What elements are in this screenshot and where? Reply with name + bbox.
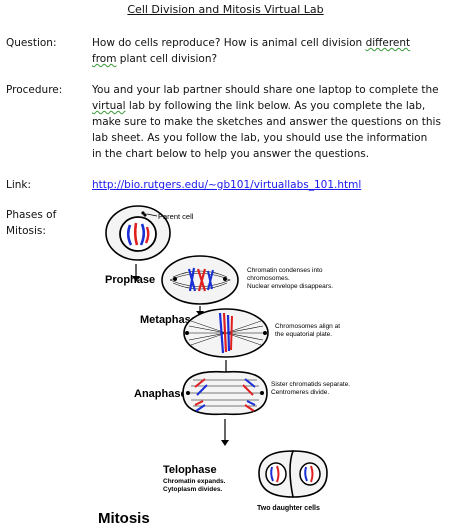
procedure-line-3: make sure to make the sketches and answe… — [92, 116, 441, 128]
daughter-cells-label: Two daughter cells — [257, 505, 320, 512]
procedure-label: Procedure: — [6, 84, 63, 96]
telophase-cells — [258, 450, 328, 498]
procedure-line-5: in the chart below to help you answer th… — [92, 148, 370, 160]
phases-label-line2: Mitosis: — [6, 225, 46, 237]
mitosis-diagram: Parent cell Prophase Chromatin condenses… — [98, 205, 350, 527]
anaphase-note-1: Sister chromatids separate. — [271, 381, 350, 388]
question-text-part1: How do cells reproduce? How is animal ce… — [92, 37, 366, 49]
phases-label-line1: Phases of — [6, 209, 57, 221]
metaphase-note-2: the equatorial plate. — [275, 331, 332, 338]
prophase-label: Prophase — [105, 274, 155, 286]
procedure-line-4: lab sheet. As you follow the lab, you sh… — [92, 132, 428, 144]
telophase-note-2: Cytoplasm divides. — [163, 486, 222, 493]
prophase-note-3: Nuclear envelope disappears. — [247, 283, 333, 290]
spell-flag-virtual: virtual — [92, 100, 126, 112]
link-label: Link: — [6, 179, 32, 191]
procedure-text: You and your lab partner should share on… — [92, 82, 442, 162]
procedure-line-1: You and your lab partner should share on… — [92, 84, 439, 96]
parent-cell — [105, 205, 171, 261]
telophase-label: Telophase — [163, 464, 217, 476]
anaphase-cell — [182, 370, 268, 416]
mitosis-caption: Mitosis — [98, 510, 150, 527]
metaphase-note-1: Chromosomes align at — [275, 323, 340, 330]
procedure-line-2: lab by following the link below. As you … — [125, 100, 426, 112]
question-label: Question: — [6, 37, 57, 49]
link-container: http://bio.rutgers.edu/~gb101/virtuallab… — [92, 177, 442, 193]
parent-cell-label: Parent cell — [158, 212, 194, 221]
anaphase-note-2: Centromeres divide. — [271, 389, 329, 396]
prophase-cell — [161, 255, 239, 305]
metaphase-label: Metaphase — [140, 314, 197, 326]
metaphase-cell — [183, 308, 269, 358]
spell-flag-different: different — [365, 37, 411, 49]
prophase-note-1: Chromatin condenses into — [247, 267, 323, 274]
telophase-note-1: Chromatin expands. — [163, 478, 226, 485]
prophase-note-2: chromosomes. — [247, 275, 290, 282]
phases-label: Phases of Mitosis: — [6, 207, 56, 239]
spell-flag-from: from — [92, 53, 117, 65]
virtual-lab-link[interactable]: http://bio.rutgers.edu/~gb101/virtuallab… — [92, 179, 362, 191]
question-text: How do cells reproduce? How is animal ce… — [92, 35, 442, 67]
page-title: Cell Division and Mitosis Virtual Lab — [127, 3, 324, 16]
question-text-part2: plant cell division? — [116, 53, 218, 65]
anaphase-label: Anaphase — [134, 388, 187, 400]
